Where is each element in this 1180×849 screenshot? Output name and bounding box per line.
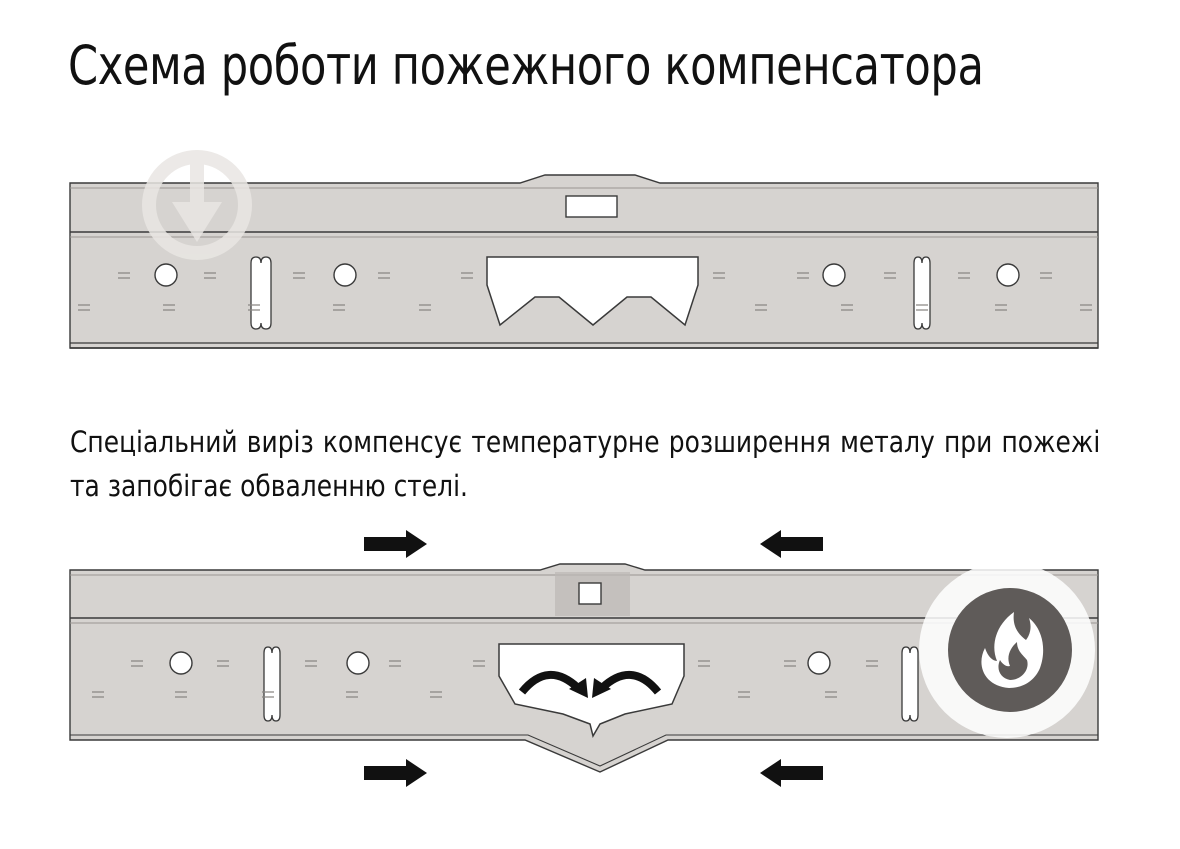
compensator-fire-diagram bbox=[69, 530, 1099, 787]
compensator-normal-diagram bbox=[69, 150, 1099, 349]
vertical-slot bbox=[901, 646, 919, 722]
vertical-slot bbox=[250, 256, 272, 330]
flame-icon bbox=[919, 562, 1095, 738]
round-hole bbox=[996, 263, 1020, 287]
curved-arrow-icon bbox=[592, 670, 662, 698]
arrow-left-icon bbox=[760, 530, 823, 558]
curved-arrow-icon bbox=[518, 670, 588, 698]
round-hole bbox=[346, 651, 370, 675]
arrow-left-icon bbox=[760, 759, 823, 787]
round-hole bbox=[154, 263, 178, 287]
vertical-slot bbox=[263, 646, 281, 722]
arrow-right-icon bbox=[364, 759, 427, 787]
top-slot bbox=[565, 195, 618, 218]
compensator-cutout bbox=[498, 643, 685, 738]
dash-marks bbox=[78, 272, 1092, 311]
round-hole bbox=[169, 651, 193, 675]
vertical-slot bbox=[913, 256, 931, 330]
round-hole bbox=[822, 263, 846, 287]
compensator-cutout bbox=[486, 256, 699, 327]
page-title: Схема роботи пожежного компенсатора bbox=[68, 34, 984, 97]
top-slot bbox=[578, 582, 602, 605]
dash-marks bbox=[92, 660, 878, 698]
arrow-right-icon bbox=[364, 530, 427, 558]
drop-down-watermark-icon bbox=[142, 150, 252, 260]
round-hole bbox=[333, 263, 357, 287]
round-hole bbox=[807, 651, 831, 675]
description-text: Спеціальний виріз компенсує температурне… bbox=[70, 425, 1101, 503]
